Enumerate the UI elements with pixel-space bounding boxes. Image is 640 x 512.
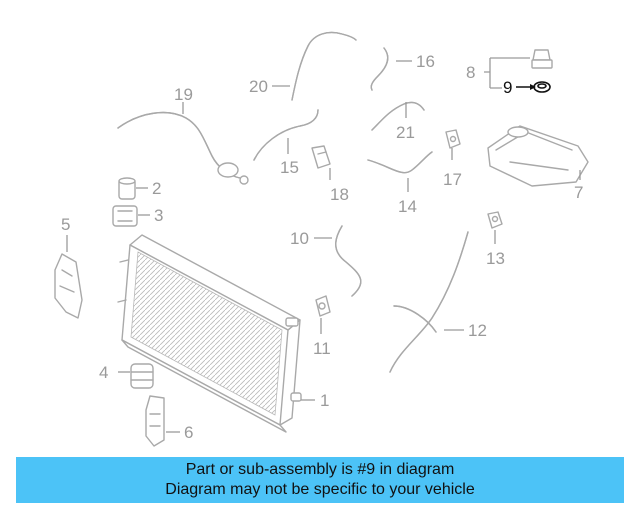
callout-4: 4 — [99, 363, 108, 382]
bushing-part-4 — [130, 363, 154, 389]
radiator-part — [117, 234, 302, 433]
leader-8 — [484, 57, 530, 89]
cap-part-2 — [118, 177, 136, 200]
hose-part-21 — [371, 101, 425, 131]
callout-18: 18 — [330, 185, 349, 204]
callout-1: 1 — [320, 391, 329, 410]
callout-3: 3 — [154, 206, 163, 225]
callout-15: 15 — [280, 158, 299, 177]
clamp-part-11 — [315, 295, 331, 317]
clamp-part-13 — [487, 211, 503, 229]
bracket-part-5 — [54, 253, 83, 319]
callout-17: 17 — [443, 170, 462, 189]
hose-part-14 — [367, 151, 433, 174]
seal-ring-part-9 — [533, 81, 551, 93]
callout-21: 21 — [396, 123, 415, 142]
mount-part-3 — [112, 205, 138, 227]
callout-16: 16 — [416, 52, 435, 71]
callout-19: 19 — [174, 85, 193, 104]
hose-part-10 — [335, 225, 362, 297]
expansion-tank-part — [487, 125, 589, 187]
hose-part-12 — [389, 231, 469, 373]
pipe-part-19 — [117, 111, 249, 185]
callout-13: 13 — [486, 249, 505, 268]
cap-part-8 — [531, 49, 553, 69]
callout-7: 7 — [574, 183, 583, 202]
callout-20: 20 — [249, 77, 268, 96]
hose-part-15 — [253, 109, 319, 161]
hose-part-20 — [291, 31, 357, 101]
clamp-part-17 — [445, 129, 461, 149]
banner-line-1: Part or sub-assembly is #9 in diagram — [185, 461, 455, 478]
hose-part-16 — [370, 47, 389, 91]
bracket-part-6 — [145, 395, 165, 447]
callout-10: 10 — [290, 229, 309, 248]
info-banner: Part or sub-assembly is #9 in diagram Di… — [16, 457, 624, 503]
leader-9-arrow — [530, 84, 536, 90]
callout-6: 6 — [184, 423, 193, 442]
callout-14: 14 — [398, 197, 417, 216]
callout-8: 8 — [466, 63, 475, 82]
banner-line-2: Diagram may not be specific to your vehi… — [165, 481, 475, 498]
valve-part-18 — [311, 145, 331, 169]
callout-2: 2 — [152, 179, 161, 198]
callout-11: 11 — [313, 339, 331, 358]
callout-12: 12 — [468, 321, 487, 340]
callout-9: 9 — [503, 78, 512, 97]
callout-5: 5 — [61, 215, 70, 234]
